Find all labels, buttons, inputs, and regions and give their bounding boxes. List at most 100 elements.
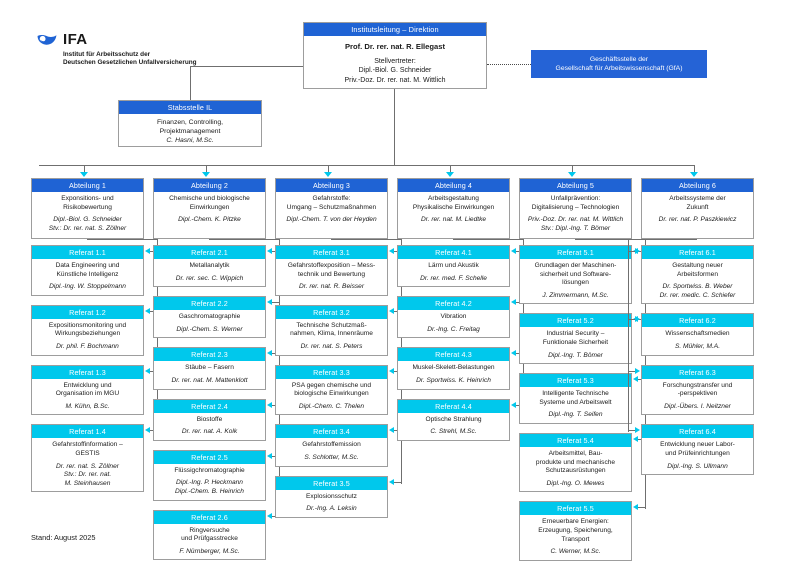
unit-3-2-person: Dr. rer. nat. S. Peters [300, 342, 363, 350]
unit-1-4-person: Stv.: Dr. rer. nat. [63, 471, 112, 479]
unit-4-4-body: Optische Strahlung C. Strehl, M.Sc. [398, 413, 509, 440]
arrow-left-unit-4-2-icon [511, 299, 516, 306]
unit-1-4-person: M. Steinhausen [64, 479, 111, 487]
connector-spine-top-6 [628, 239, 697, 240]
arrow-left-unit-4-4-icon [511, 401, 516, 408]
unit-4-3-header: Referat 4.3 [398, 348, 509, 362]
unit-3-5-person: Dr.-Ing. A. Leksin [306, 505, 357, 513]
unit-3-2-title-line: nahmen, Klima, Innenräume [290, 330, 373, 338]
arrow-left-unit-3-1-icon [389, 248, 394, 254]
arrow-down-dept-1-icon [80, 172, 88, 177]
unit-2-1-header: Referat 2.1 [154, 246, 265, 259]
unit-6-2-person: S. Mühler, M.A. [674, 342, 721, 350]
unit-5-5-header: Referat 5.5 [520, 502, 631, 516]
arrow-left-unit-2-2-icon [267, 299, 272, 306]
department-5-person: Stv.: Dipl.-Ing. T. Bömer [540, 224, 611, 232]
unit-2-1-title-line: Metallanalytik [189, 262, 230, 269]
arrow-left-unit-2-1-icon [267, 248, 272, 254]
connector-dept-4-drop [450, 165, 451, 174]
unit-5-5-title-line: Erneuerbare Energien: [542, 518, 609, 526]
connector-dept-3-drop [328, 165, 329, 174]
unit-2-2-person: Dipl.-Chem. S. Werner [176, 325, 243, 333]
connector-spine-top-2 [209, 239, 279, 240]
unit-4-4-title-line: Optische Strahlung [425, 415, 482, 423]
unit-1-3-title-line: Organisation im MGU [55, 390, 120, 398]
unit-6-2-header: Referat 6.2 [642, 314, 753, 328]
leadership-box[interactable]: Institutsleitung – Direktion Prof. Dr. r… [303, 22, 487, 89]
unit-3-4-person: S. Schlotter, M.Sc. [304, 453, 359, 461]
unit-2-3-header: Referat 2.3 [154, 348, 265, 362]
arrow-down-dept-4-icon [446, 172, 454, 177]
connector-department-bus [39, 165, 695, 166]
unit-5-3-title-line: Systeme und Arbeitswelt [539, 398, 612, 406]
gfa-office-box[interactable]: Geschäftsstelle der Gesellschaft für Arb… [531, 50, 707, 78]
unit-6-4-header: Referat 6.4 [642, 425, 753, 439]
unit-2-4-person: Dr. rer. nat. A. Kolk [181, 428, 238, 436]
unit-2-5-header: Referat 2.5 [154, 450, 265, 464]
unit-4-2-header: Referat 4.2 [398, 297, 509, 311]
arrow-left-unit-3-4-icon [389, 427, 394, 434]
unit-3-4-title-line: Gefahrstoffemission [302, 441, 361, 449]
unit-1-4-title-line: Gefahrstoffinformation – [52, 441, 123, 449]
logo-subtitle: Institut für Arbeitsschutz der Deutschen… [63, 51, 197, 67]
unit-5-2-header: Referat 5.2 [520, 314, 631, 328]
arrow-left-unit-3-5-icon [389, 478, 394, 485]
unit-4-4-person: C. Strehl, M.Sc. [430, 428, 477, 436]
stabsstelle-box[interactable]: Stabsstelle IL Finanzen, Controlling, Pr… [118, 100, 262, 147]
arrow-left-unit-2-5-icon [267, 452, 272, 459]
unit-5-5-body: Erneuerbare Energien:Erzeugung, Speicher… [520, 515, 631, 559]
unit-2-3-person: Dr. rer. nat. M. Mattenklott [171, 376, 248, 384]
unit-1-3-title-line: Entwicklung und [63, 381, 112, 389]
unit-5-1-body: Grundlagen der Maschinen-sicherheit und … [520, 259, 631, 303]
unit-1-4-title-line: GESTIS [75, 449, 100, 457]
unit-6-3-header: Referat 6.3 [642, 365, 753, 379]
unit-4-1-person: Dr. rer. med. F. Schelle [420, 274, 487, 282]
arrow-left-unit-1-1-icon [145, 248, 150, 254]
leadership-deputies: Stellvertreter: Dipl.-Biol. G. Schneider… [344, 58, 446, 84]
connector-leadership-to-stabsstelle [190, 66, 191, 100]
